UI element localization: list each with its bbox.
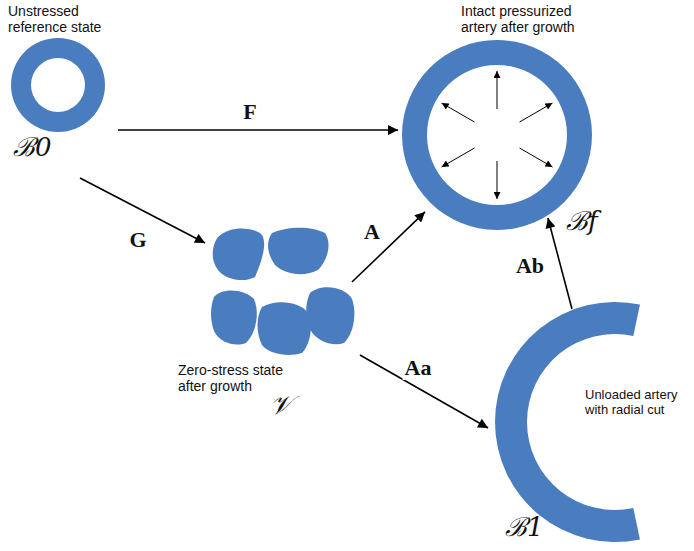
configuration-node: Unstressed reference stateℬ0 [11, 38, 105, 132]
tissue-fragment [213, 229, 264, 281]
cut-artery [495, 302, 640, 542]
mapping-arrow [118, 129, 398, 131]
configuration-symbol: 𝒱 [270, 390, 292, 421]
pressure-arrow [442, 103, 475, 122]
mapping-label: A [362, 220, 382, 244]
state-caption: Unloaded artery with radial cut [585, 388, 689, 418]
pressure-arrows [442, 71, 553, 199]
configuration-symbol: ℬ1 [505, 512, 544, 543]
mapping-label: F [241, 100, 258, 124]
configuration-node: Unloaded artery with radial cutℬ1 [495, 302, 640, 542]
state-caption: Zero-stress state after growth [178, 362, 308, 394]
mapping-arrow [360, 355, 488, 428]
configuration-node: Zero-stress state after growth𝒱 [210, 225, 355, 357]
tissue-fragment [258, 302, 311, 355]
shape-outline [402, 40, 592, 230]
configuration-symbol: ℬf [566, 206, 598, 237]
mapping-arrow [352, 212, 425, 282]
shape-outline [210, 225, 355, 357]
pressure-arrow [520, 103, 553, 122]
shape-outline [495, 302, 640, 542]
configuration-symbol: ℬ0 [13, 132, 52, 163]
mapping-label: Aa [403, 356, 434, 380]
state-caption: Unstressed reference state [8, 3, 123, 35]
pressure-arrow [520, 148, 553, 167]
tissue-fragment [211, 290, 257, 344]
state-caption: Intact pressurized artery after growth [461, 3, 601, 35]
configuration-node: Intact pressurized artery after growthℬf [402, 40, 592, 230]
artery-ring [11, 38, 105, 132]
pressure-arrow [497, 71, 498, 109]
artery-ring [402, 40, 592, 230]
pressure-arrow [497, 161, 498, 199]
pressure-arrow [442, 148, 475, 167]
mapping-label: G [127, 228, 148, 252]
tissue-fragment [306, 287, 354, 344]
tissue-fragment [268, 228, 329, 274]
shape-outline [11, 38, 105, 132]
mapping-label: Ab [514, 254, 546, 278]
